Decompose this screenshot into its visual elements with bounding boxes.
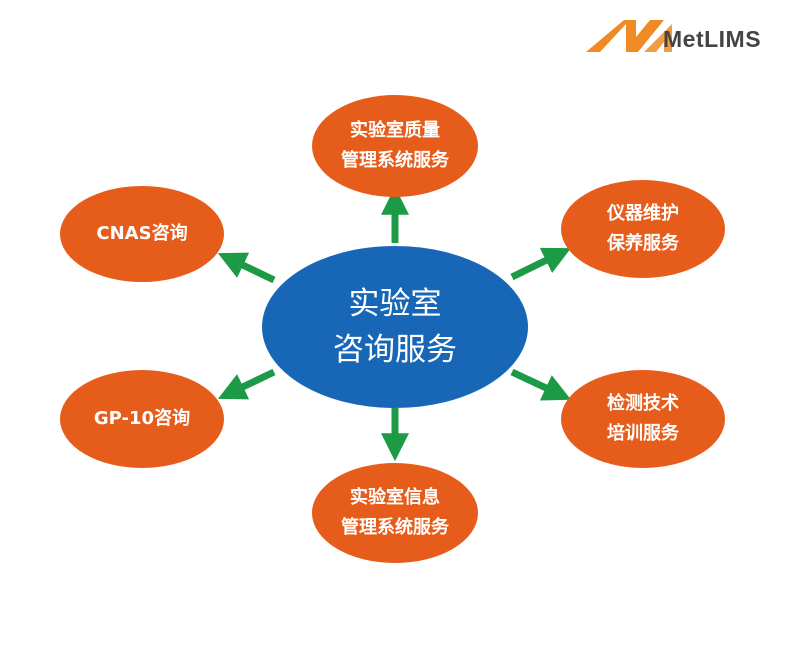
arrow-to-lower-left	[217, 368, 276, 400]
node-lower-left-line1: GP-10咨询	[93, 408, 191, 429]
center-node: 实验室 咨询服务	[262, 246, 528, 408]
arrow-to-upper-right	[510, 247, 572, 281]
arrow-to-upper-left	[217, 252, 276, 284]
center-label-line2: 咨询服务	[333, 332, 457, 368]
node-bottom-line2: 管理系统服务	[341, 517, 449, 538]
node-top-line1: 实验室质量	[350, 120, 440, 141]
node-top: 实验室质量 管理系统服务	[312, 95, 478, 197]
node-upper-right-line1: 仪器维护	[607, 203, 679, 224]
node-top-line2: 管理系统服务	[341, 150, 449, 171]
node-lower-left: GP-10咨询	[60, 370, 224, 468]
node-upper-right-line2: 保养服务	[607, 233, 679, 254]
metlims-logo-icon	[586, 20, 672, 52]
node-bottom: 实验室信息 管理系统服务	[312, 463, 478, 563]
node-upper-right: 仪器维护 保养服务	[561, 180, 725, 278]
brand-name: MetLIMS	[663, 26, 762, 52]
node-lower-right: 检测技术 培训服务	[561, 370, 725, 468]
node-bottom-line1: 实验室信息	[350, 487, 440, 508]
node-upper-left: CNAS咨询	[60, 186, 224, 282]
node-lower-right-line1: 检测技术	[607, 393, 679, 414]
node-lower-right-line2: 培训服务	[607, 423, 679, 444]
node-upper-left-line1: CNAS咨询	[96, 223, 188, 244]
center-label-line1: 实验室	[348, 286, 442, 322]
arrow-to-lower-right	[510, 368, 572, 401]
